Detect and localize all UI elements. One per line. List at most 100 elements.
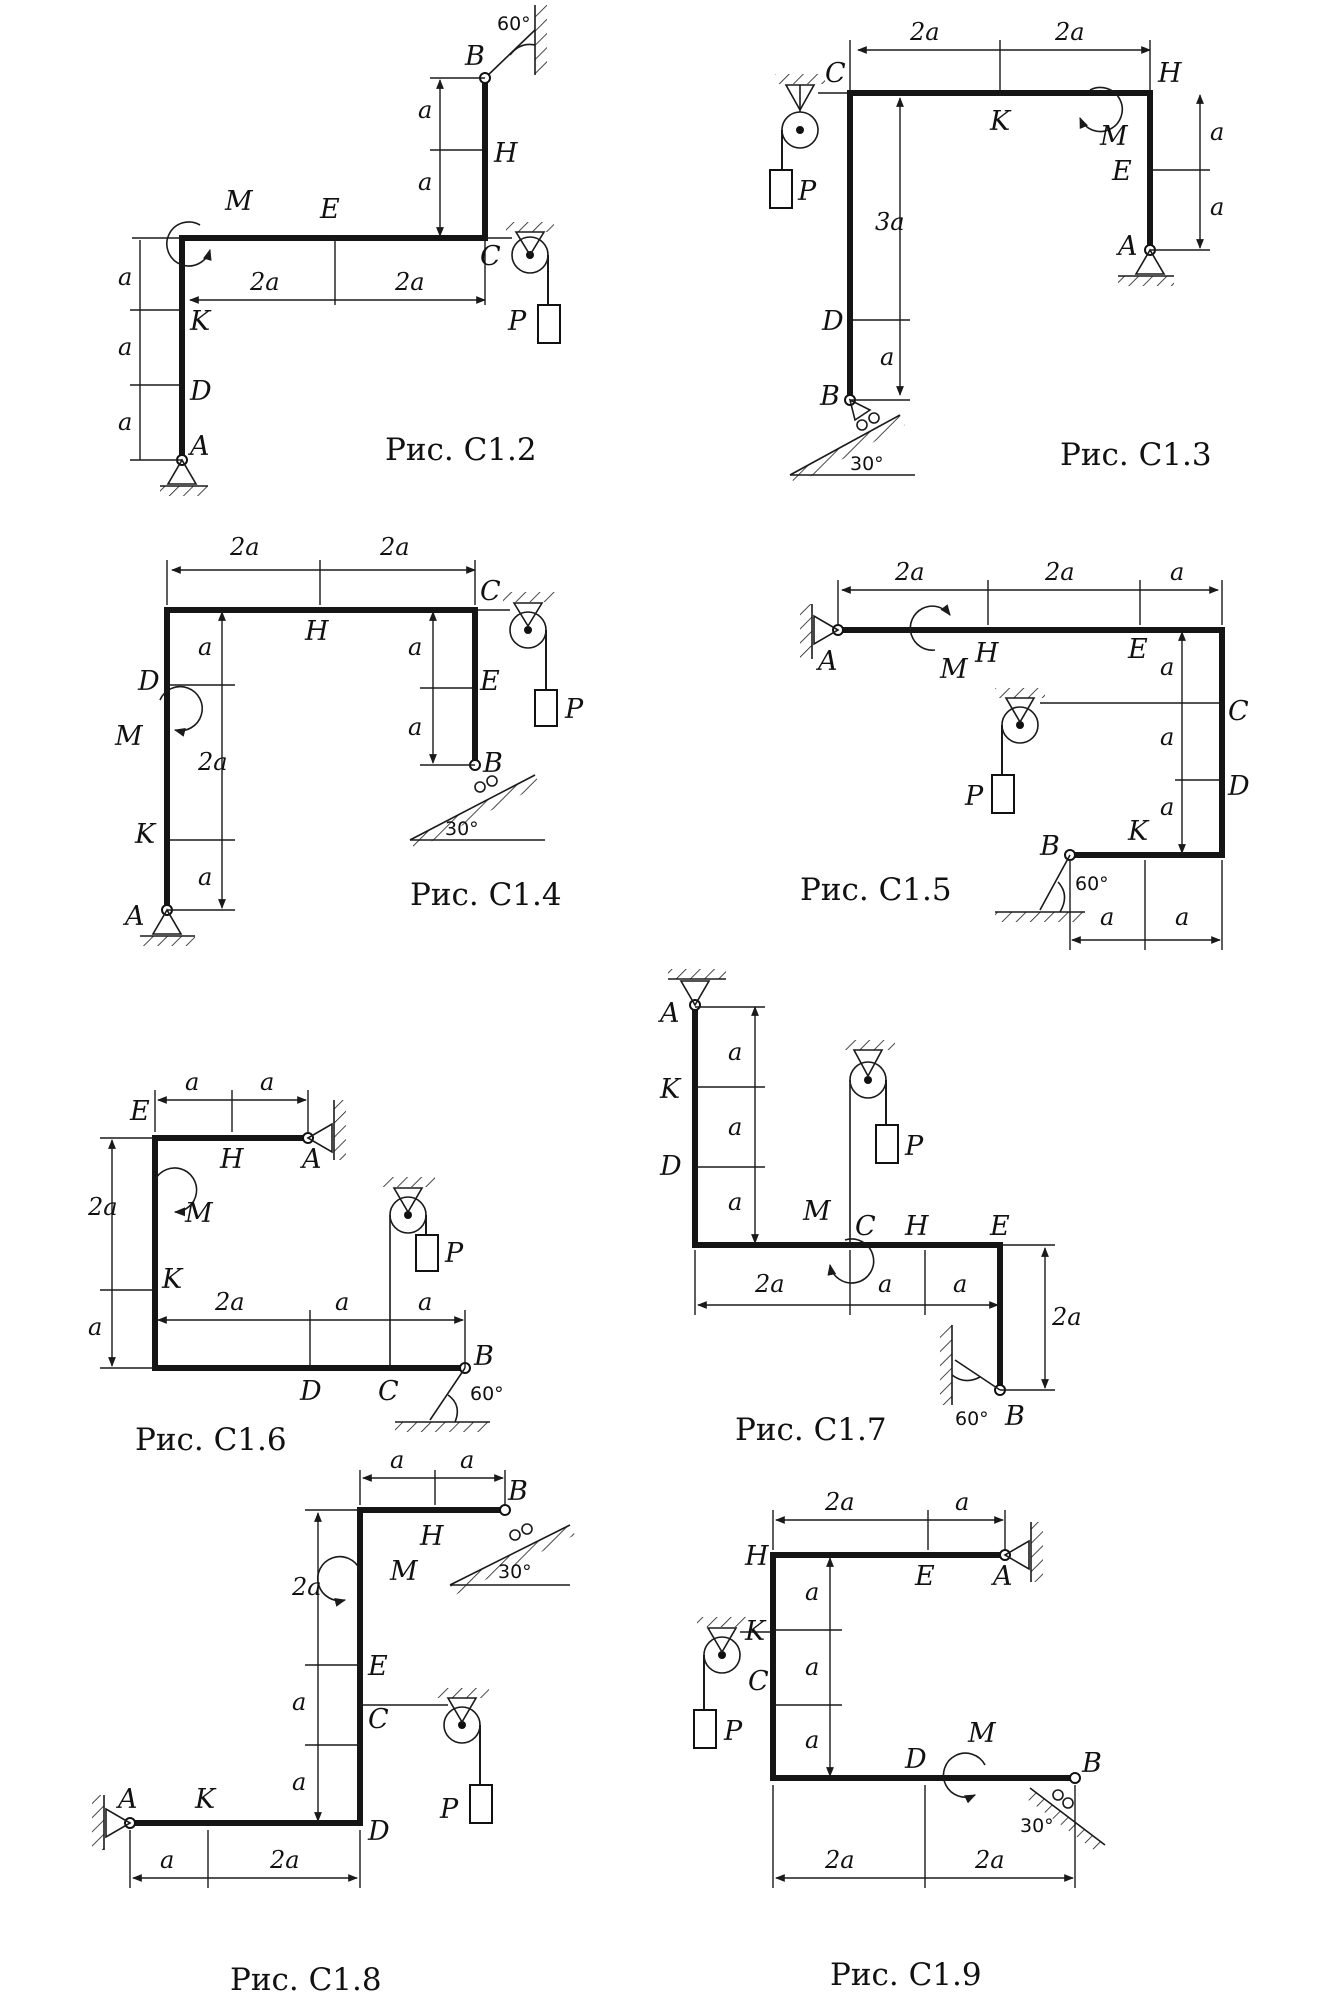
angle-label: 60° xyxy=(470,1383,504,1405)
label-a-c1-8: A xyxy=(115,1784,138,1815)
load-c1-6 xyxy=(415,1234,439,1272)
label-c-c1-8: C xyxy=(368,1704,389,1735)
label-load-c1-3: P xyxy=(797,176,817,207)
angle-label: 60° xyxy=(1075,873,1109,895)
label-h-c1-4: H xyxy=(304,616,329,647)
dim-label: a xyxy=(88,1313,102,1341)
dim-label: 2a xyxy=(909,18,940,46)
figure-c1-6: E H A K D C B M P a a 2a a 2a a a 60° Ри… xyxy=(87,1068,504,1458)
frame-c1-3 xyxy=(847,90,1153,403)
label-moment-c1-8: M xyxy=(389,1556,419,1587)
label-load-c1-2: P xyxy=(507,306,527,337)
dim-label: a xyxy=(118,333,132,361)
dim-label: 2a xyxy=(229,533,260,561)
figure-c1-3: C H K E A D B M P 2a 2a 3a a a a 30° Рис… xyxy=(769,18,1224,485)
label-load-c1-9: P xyxy=(723,1716,743,1747)
dim-label: 2a xyxy=(824,1488,855,1516)
label-c-c1-4: C xyxy=(480,576,501,607)
label-moment-c1-3: M xyxy=(1099,121,1129,152)
load-c1-8 xyxy=(469,1784,493,1824)
dim-label: 2a xyxy=(394,268,425,296)
label-a-c1-3: A xyxy=(1115,231,1138,262)
moment-arrow-c1-6 xyxy=(154,1167,198,1217)
dim-label: a xyxy=(198,863,212,891)
dim-label: 2a xyxy=(269,1846,300,1874)
label-e-c1-2: E xyxy=(319,194,340,225)
label-b-c1-8: B xyxy=(507,1476,528,1507)
moment-arrow-c1-9 xyxy=(942,1752,986,1804)
angle-label: 30° xyxy=(445,818,479,840)
dim-label: a xyxy=(1210,118,1224,146)
label-k-c1-8: K xyxy=(194,1784,217,1815)
angle-label: 60° xyxy=(497,13,531,35)
load-c1-4 xyxy=(534,689,558,727)
dim-label: a xyxy=(418,1288,432,1316)
angle-label: 60° xyxy=(955,1408,989,1430)
label-d-c1-2: D xyxy=(189,376,212,407)
label-k-c1-9: K xyxy=(744,1616,767,1647)
dim-label: a xyxy=(953,1270,967,1298)
figure-c1-4: C H D E B K A M P 2a 2a a 2a a a a 30° Р… xyxy=(114,533,584,946)
moment-arrow-c1-8 xyxy=(317,1555,361,1607)
caption-c1-9: Рис. С1.9 xyxy=(830,1957,982,1993)
pin-support-a-c1-7 xyxy=(679,980,711,1007)
moment-arrow-c1-2 xyxy=(166,221,212,267)
label-d-c1-7: D xyxy=(659,1151,682,1182)
dim-label: a xyxy=(1210,193,1224,221)
angle-label: 30° xyxy=(1020,1815,1054,1837)
dim-label: 3a xyxy=(875,208,905,236)
label-c-c1-7: C xyxy=(855,1211,876,1242)
dim-label: a xyxy=(118,263,132,291)
angle-label: 30° xyxy=(850,453,884,475)
dim-label: a xyxy=(805,1578,819,1606)
dim-label: 2a xyxy=(1051,1303,1082,1331)
dim-label: a xyxy=(118,408,132,436)
label-k-c1-4: K xyxy=(134,819,157,850)
dim-label: 2a xyxy=(824,1846,855,1874)
label-a-c1-4: A xyxy=(122,901,145,932)
load-c1-2 xyxy=(537,304,561,344)
frame-c1-7 xyxy=(692,1002,1003,1393)
dim-label: 2a xyxy=(197,748,228,776)
load-c1-5 xyxy=(991,774,1015,814)
dim-label: a xyxy=(260,1068,274,1096)
label-d-c1-9: D xyxy=(904,1744,927,1775)
dim-label: a xyxy=(1100,903,1114,931)
pin-support-a-c1-6 xyxy=(306,1122,333,1154)
dim-label: 2a xyxy=(754,1270,785,1298)
dim-label: a xyxy=(728,1188,742,1216)
moment-arrow-c1-7 xyxy=(827,1238,875,1284)
dim-label: 2a xyxy=(1054,18,1085,46)
label-moment-c1-7: M xyxy=(802,1196,832,1227)
pin-support-a-c1-9 xyxy=(1003,1539,1030,1571)
label-d-c1-6: D xyxy=(299,1376,322,1407)
dim-label: a xyxy=(728,1038,742,1066)
dim-label: a xyxy=(185,1068,199,1096)
dim-label: a xyxy=(408,633,422,661)
pin-support-a-c1-5 xyxy=(813,614,840,646)
dim-label: a xyxy=(728,1113,742,1141)
caption-c1-8: Рис. С1.8 xyxy=(230,1962,382,1998)
label-h-c1-3: H xyxy=(1157,58,1182,89)
frame-c1-5 xyxy=(838,627,1225,858)
label-moment-c1-5: M xyxy=(939,654,969,685)
dim-label: 2a xyxy=(1044,558,1075,586)
rod-b-c1-6 xyxy=(429,1367,466,1421)
pin-support-a-c1-8 xyxy=(105,1807,132,1839)
figure-c1-2: B H E C K D A M P a a a a a 2a 2a 60° Ри… xyxy=(118,5,561,496)
caption-c1-2: Рис. С1.2 xyxy=(385,432,537,468)
dim-label: a xyxy=(390,1446,404,1474)
label-load-c1-8: P xyxy=(439,1794,459,1825)
pin-support-a-c1-3 xyxy=(1134,248,1166,275)
dim-label: a xyxy=(880,343,894,371)
dim-label: a xyxy=(1160,793,1174,821)
dim-label: a xyxy=(1170,558,1184,586)
label-moment-c1-6: M xyxy=(184,1198,214,1229)
angle-label: 30° xyxy=(498,1561,532,1583)
label-k-c1-7: K xyxy=(659,1074,682,1105)
label-k-c1-2: K xyxy=(189,306,212,337)
dim-label: 2a xyxy=(379,533,410,561)
frame-c1-8 xyxy=(127,1507,508,1826)
